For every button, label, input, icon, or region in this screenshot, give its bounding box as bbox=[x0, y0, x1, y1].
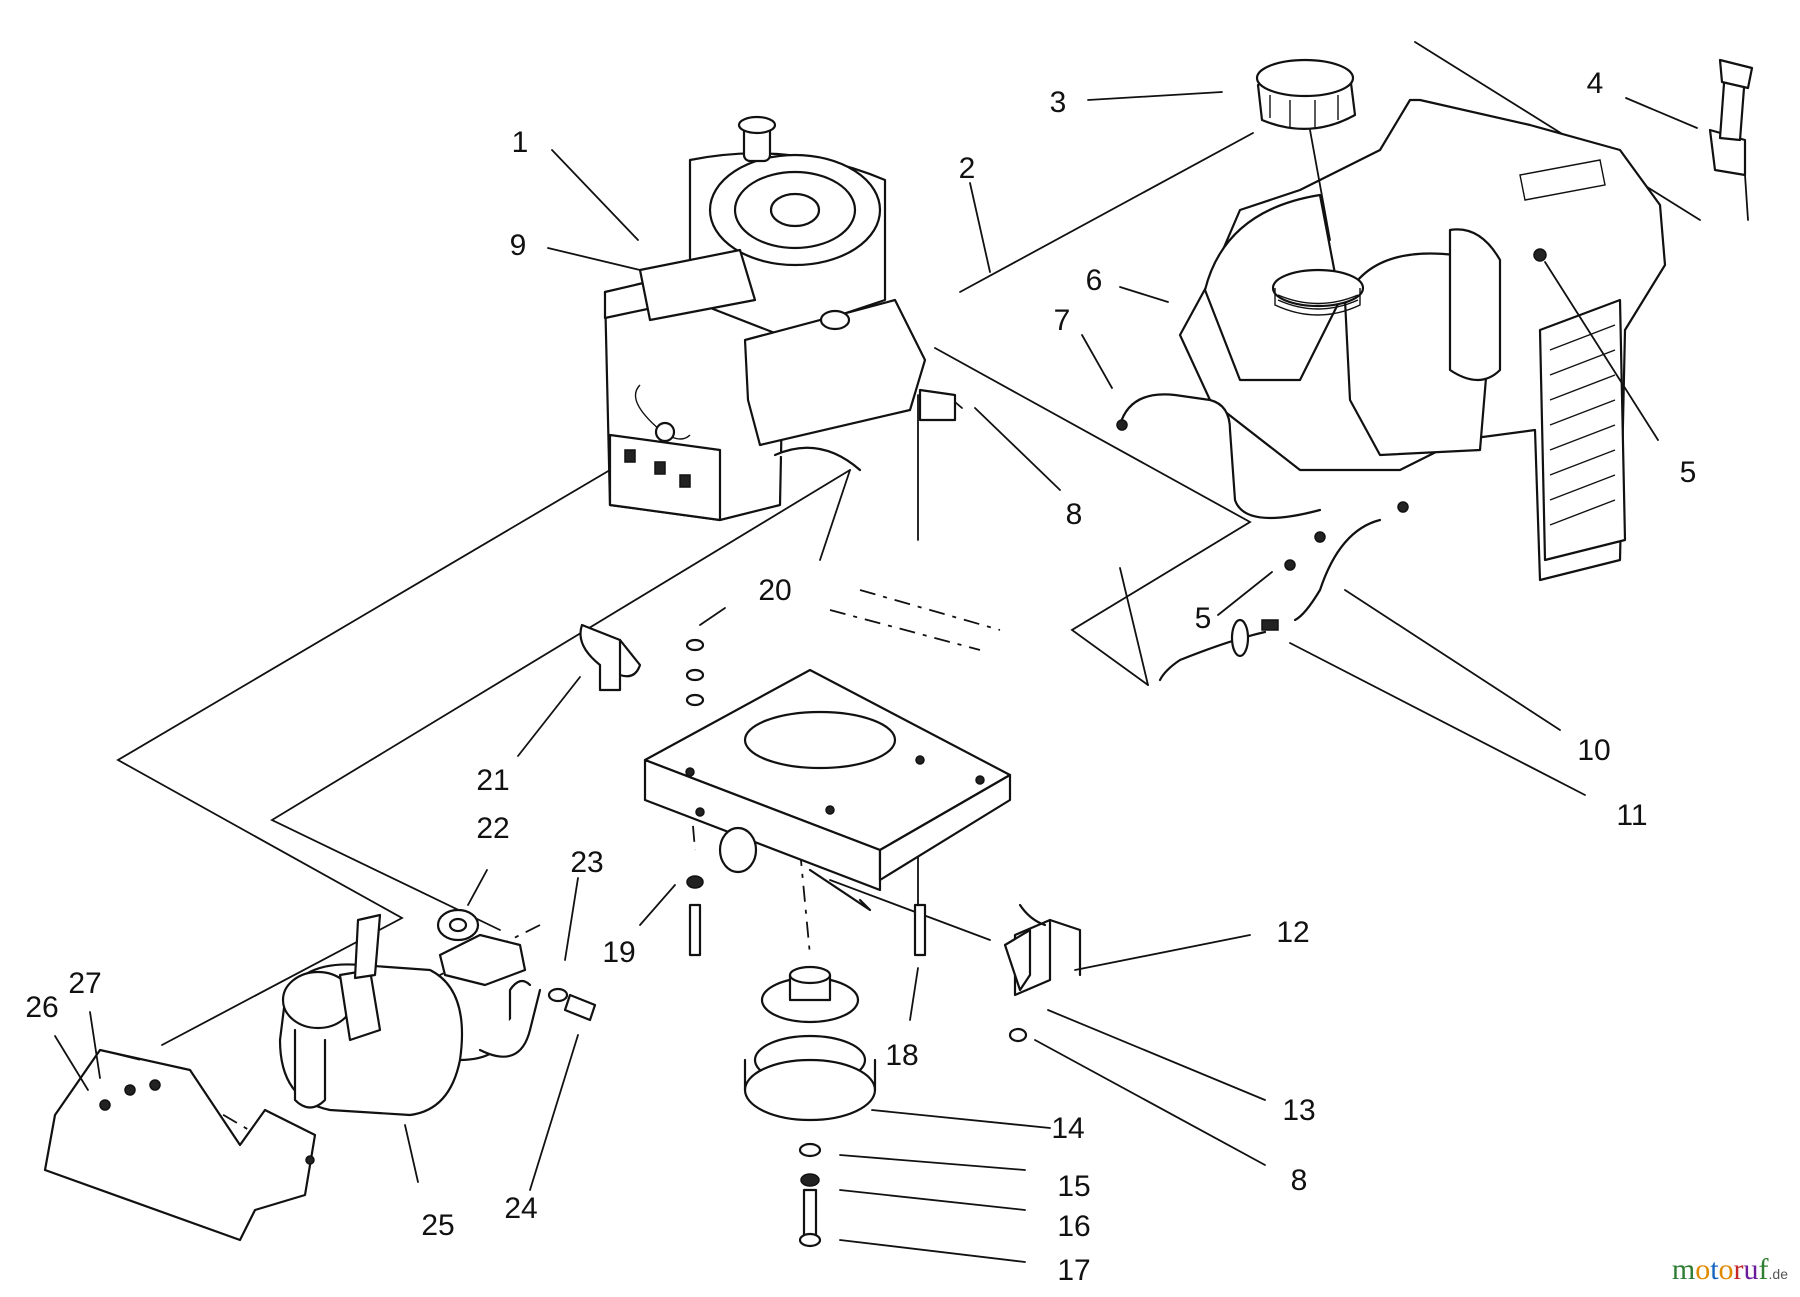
fuel-tank bbox=[1178, 98, 1667, 582]
callout-24: 24 bbox=[504, 1192, 537, 1225]
fuel-line bbox=[1116, 393, 1409, 682]
callout-leaders bbox=[54, 91, 1698, 1263]
watermark-letter: f bbox=[1758, 1253, 1769, 1286]
callout-8-engine: 8 bbox=[1066, 498, 1083, 531]
watermark-letter: o bbox=[1718, 1253, 1734, 1286]
fuel-cap bbox=[1255, 58, 1357, 241]
mount-plate bbox=[643, 668, 1012, 912]
callout-26: 26 bbox=[25, 991, 58, 1024]
callout-23: 23 bbox=[570, 846, 603, 879]
ignition-switch bbox=[1708, 58, 1754, 221]
muffler bbox=[278, 908, 597, 1117]
callout-20: 20 bbox=[758, 574, 791, 607]
callout-9: 9 bbox=[510, 229, 527, 262]
callout-21: 21 bbox=[476, 764, 509, 797]
callout-5-fuel-line: 5 bbox=[1195, 602, 1212, 635]
callout-7: 7 bbox=[1054, 304, 1071, 337]
watermark-letter: o bbox=[1695, 1253, 1711, 1286]
callout-10: 10 bbox=[1577, 734, 1610, 767]
callout-19: 19 bbox=[602, 936, 635, 969]
callout-2: 2 bbox=[959, 152, 976, 185]
engine bbox=[603, 115, 957, 522]
callout-27: 27 bbox=[68, 967, 101, 1000]
callout-5-tank: 5 bbox=[1680, 456, 1697, 489]
pulley bbox=[743, 965, 877, 1248]
callout-4: 4 bbox=[1587, 67, 1604, 100]
callout-11: 11 bbox=[1616, 799, 1647, 832]
callout-13: 13 bbox=[1282, 1094, 1315, 1127]
callout-17: 17 bbox=[1057, 1254, 1090, 1287]
watermark-letter: t bbox=[1710, 1253, 1719, 1286]
watermark-suffix: .de bbox=[1768, 1266, 1788, 1282]
callout-1: 1 bbox=[512, 126, 529, 159]
callout-8-bracket: 8 bbox=[1291, 1164, 1308, 1197]
watermark-logo: motoruf.de bbox=[1672, 1253, 1788, 1287]
callout-18: 18 bbox=[885, 1039, 918, 1072]
callout-14: 14 bbox=[1051, 1112, 1084, 1145]
callout-6: 6 bbox=[1086, 264, 1103, 297]
watermark-letter: u bbox=[1743, 1253, 1759, 1286]
callout-25: 25 bbox=[421, 1209, 454, 1242]
bracket bbox=[1003, 903, 1082, 1043]
callout-12: 12 bbox=[1276, 916, 1309, 949]
callout-3: 3 bbox=[1050, 86, 1067, 119]
callout-22: 22 bbox=[476, 812, 509, 845]
watermark-letter: m bbox=[1671, 1253, 1696, 1286]
callout-16: 16 bbox=[1057, 1210, 1090, 1243]
callout-labels: 1 2 3 4 5 6 7 8 9 5 8 20 5 10 21 11 22 2… bbox=[25, 67, 1696, 1287]
heat-shield bbox=[43, 1048, 317, 1242]
watermark-letter: r bbox=[1733, 1253, 1744, 1286]
callout-15: 15 bbox=[1057, 1170, 1090, 1203]
hardware-bolts bbox=[579, 623, 927, 957]
